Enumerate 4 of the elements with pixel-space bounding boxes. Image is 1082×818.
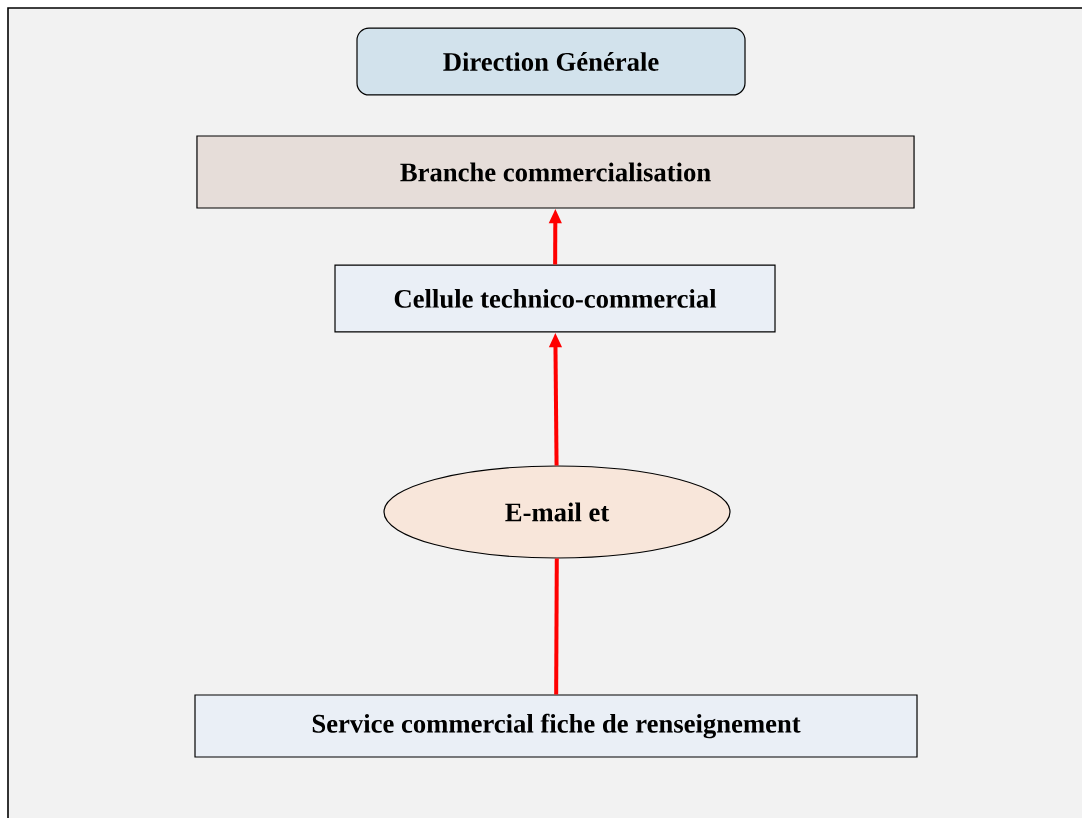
unit-box: Cellule technico-commercial: [334, 264, 776, 333]
branch-box: Branche commercialisation: [196, 135, 915, 209]
service-box: Service commercial fiche de renseignement: [194, 694, 918, 758]
heading-box: Direction Générale: [356, 27, 746, 96]
